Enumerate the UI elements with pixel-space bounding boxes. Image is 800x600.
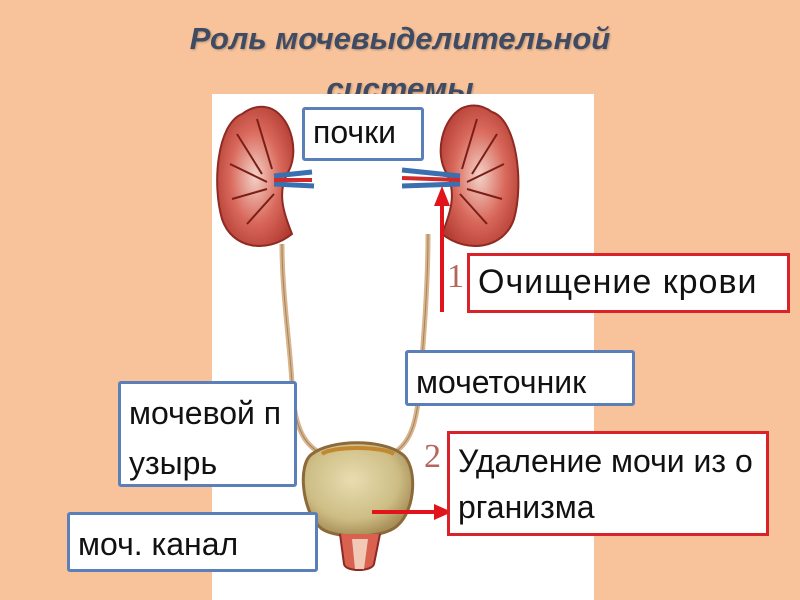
bladder-label: мочевой пузырь [118, 381, 297, 487]
right-ureter-edge [391, 233, 429, 455]
removal-label-text: Удаление мочи из организма [458, 443, 753, 525]
step-number-1: 1 [447, 258, 464, 295]
kidneys-label: почки [302, 107, 424, 161]
urethra [339, 533, 381, 571]
left-kidney [216, 105, 315, 247]
kidneys-label-text: почки [313, 114, 396, 150]
right-kidney [401, 104, 520, 247]
urethra-label-text: моч. канал [78, 526, 239, 562]
bladder [301, 441, 415, 538]
purification-label: Очищение крови [467, 253, 790, 313]
purification-arrow [434, 186, 450, 312]
ureter-label: мочеточник [405, 350, 635, 406]
step-number-2: 2 [424, 438, 441, 475]
bladder-label-text: мочевой пузырь [129, 395, 282, 481]
removal-label: Удаление мочи из организма [447, 431, 769, 536]
ureter-label-text: мочеточник [416, 364, 587, 400]
removal-arrow [372, 504, 452, 520]
purification-label-text: Очищение крови [478, 263, 758, 301]
page-title: Роль мочевыделительной системы [0, 14, 800, 114]
urethra-label: моч. канал [67, 512, 318, 572]
title-line-1: Роль мочевыделительной [189, 21, 611, 56]
